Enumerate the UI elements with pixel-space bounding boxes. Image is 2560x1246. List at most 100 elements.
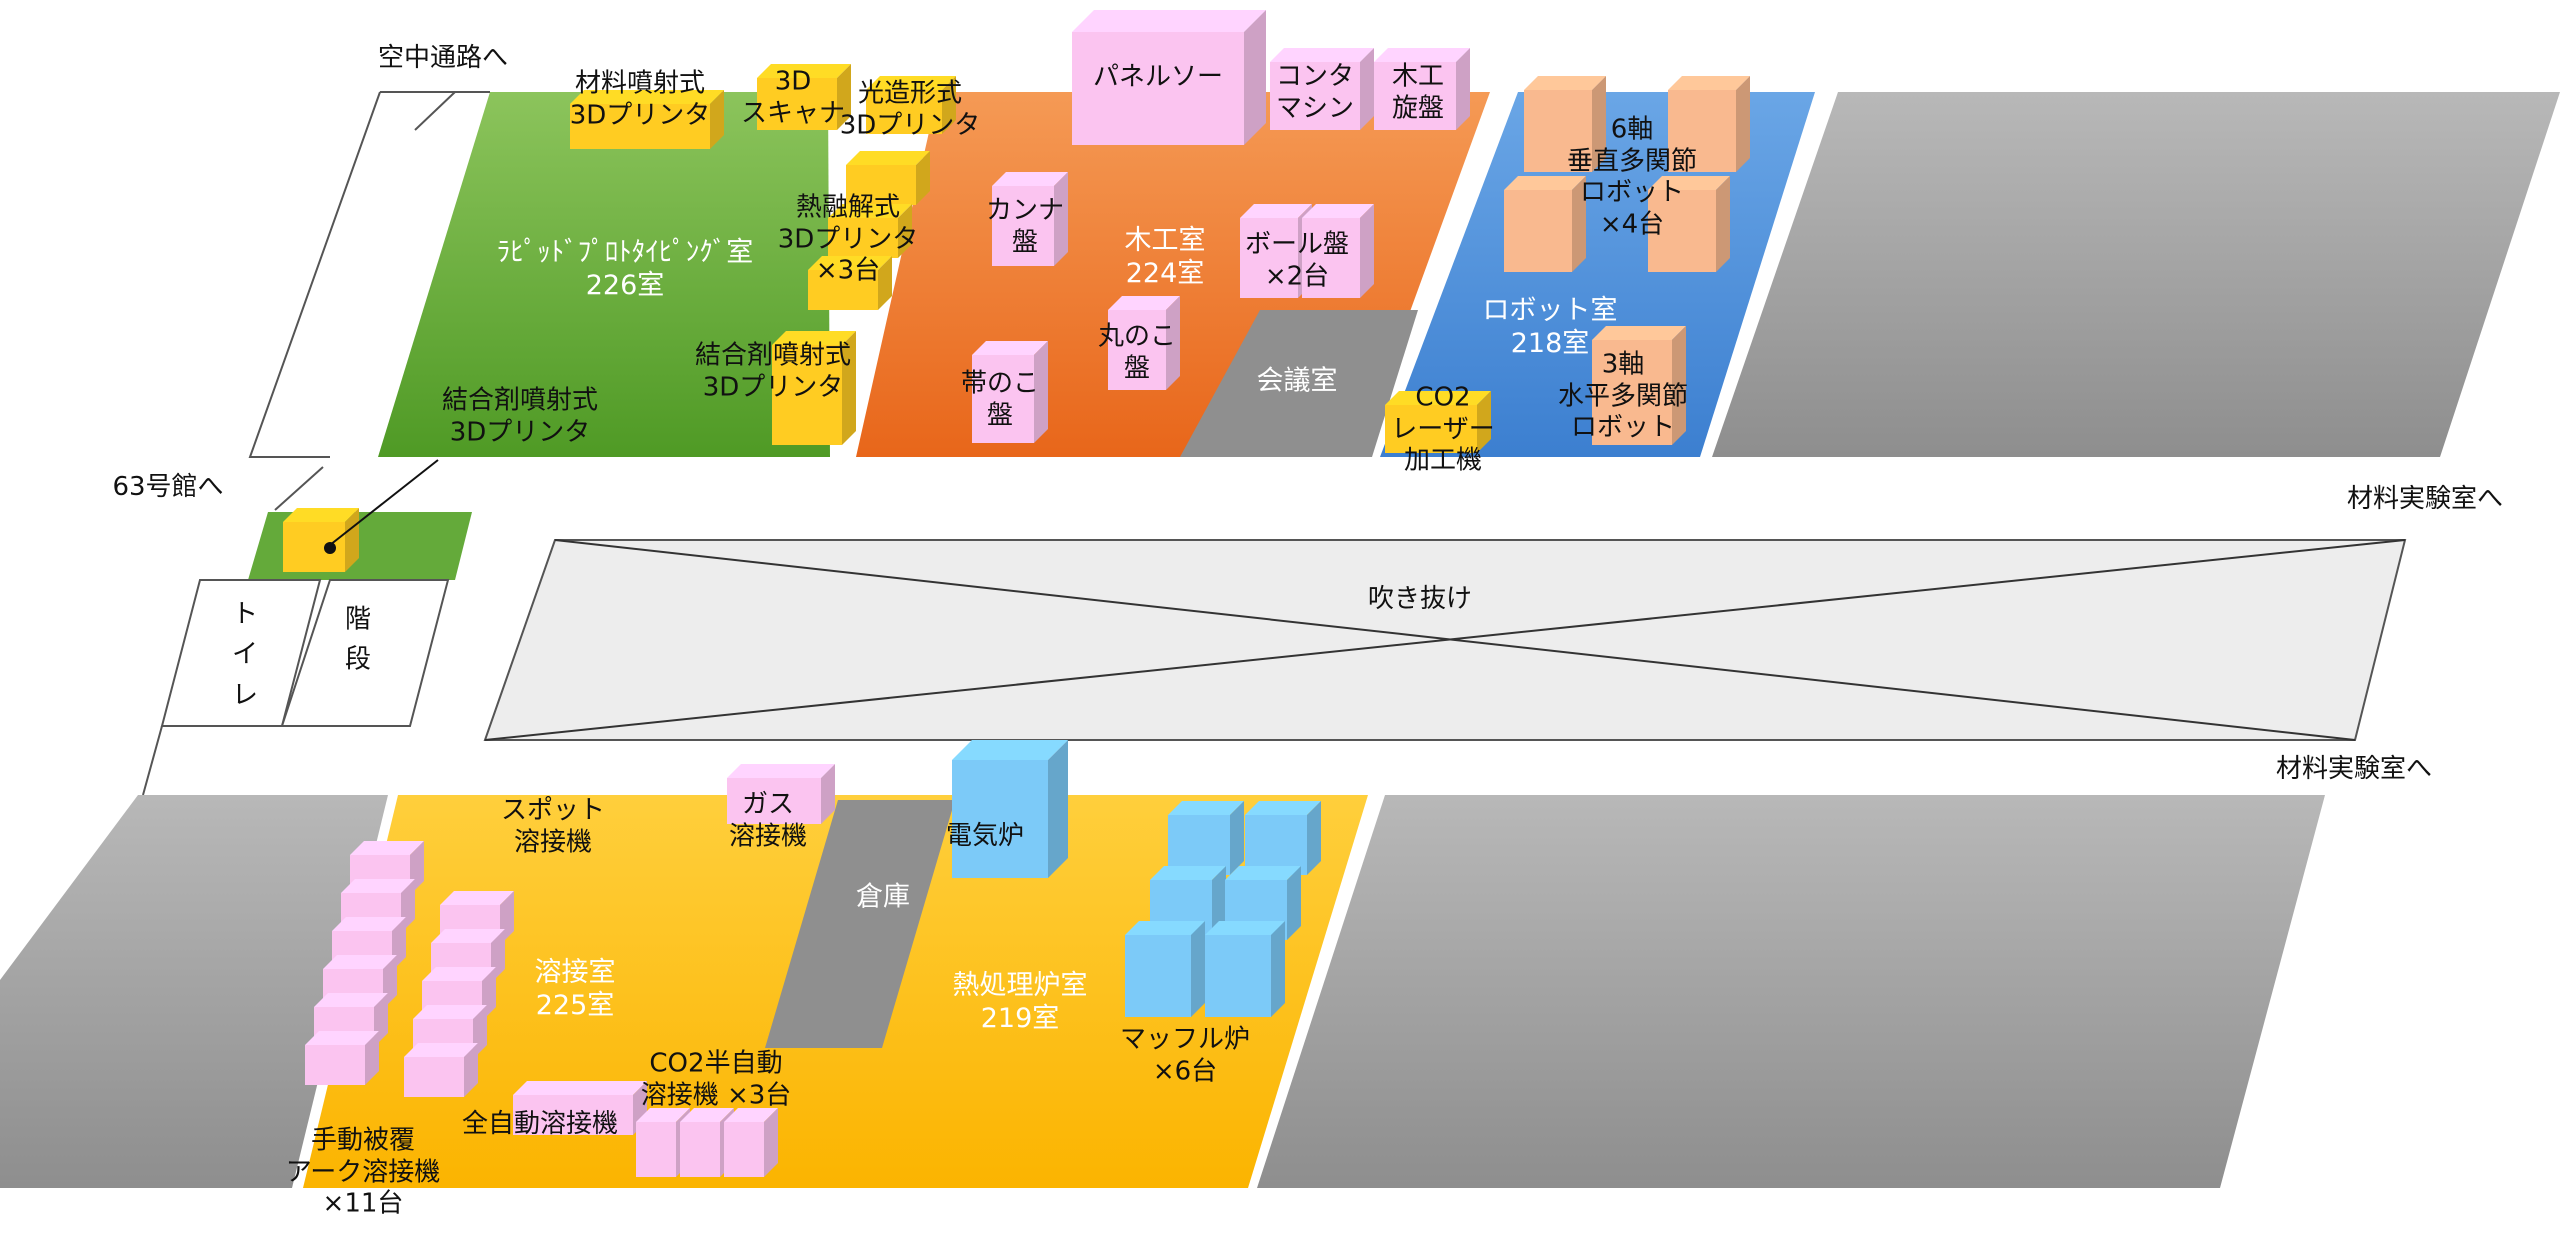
planer-label: カンナ 盤 xyxy=(985,195,1065,257)
box-fdm-printer-3-side xyxy=(878,256,892,310)
building63-link[interactable]: 63号館へ xyxy=(112,472,224,503)
stairs-box[interactable] xyxy=(280,579,450,727)
box-binder-jet-printer-a xyxy=(772,345,842,445)
box-auto-welder xyxy=(513,1095,633,1135)
box-manual-arc-welder-2-1-top xyxy=(440,891,514,905)
box-co2-semi-welder-3-side xyxy=(764,1108,778,1177)
room-226-label: ﾗﾋﾟｯﾄﾞﾌﾟﾛﾄﾀｲﾋﾟﾝｸﾞ室 226室 xyxy=(496,237,754,301)
box-manual-arc-welder-1-1-top xyxy=(350,841,424,855)
box-circular-saw-side xyxy=(1166,296,1180,390)
corridor-outline-bottom xyxy=(142,725,163,796)
panel-saw-label: パネルソー xyxy=(1092,62,1224,93)
warehouse-floor[interactable] xyxy=(765,800,955,1048)
atrium-label: 吹き抜け xyxy=(1367,584,1473,615)
box-manual-arc-welder-1-4-top xyxy=(323,955,397,969)
box-6-axis-robot-4-top xyxy=(1648,176,1730,190)
3-axis-robot-label: 3軸 水平多関節 ロボット xyxy=(1557,349,1689,443)
box-fdm-printer-1-side xyxy=(916,151,930,205)
box-binder-jet-printer-b-top xyxy=(283,508,359,522)
warehouse-label: 倉庫 xyxy=(856,881,910,913)
box-stereolithography-printer-side xyxy=(942,76,956,134)
box-electric-furnace xyxy=(952,760,1048,878)
gray-area-bottom-right xyxy=(1257,795,2325,1188)
box-material-jet-printer-side xyxy=(710,90,724,149)
box-manual-arc-welder-1-6-side xyxy=(365,1031,379,1085)
box-drill-press-2-top xyxy=(1302,204,1374,218)
box-co2-semi-welder-2 xyxy=(680,1122,720,1177)
box-co2-semi-welder-1-top xyxy=(636,1108,690,1122)
box-muffle-furnace-6-top xyxy=(1205,921,1285,935)
box-muffle-furnace-3-top xyxy=(1150,866,1226,880)
auto-welder-label: 全自動溶接機 xyxy=(461,1109,619,1140)
box-6-axis-robot-3 xyxy=(1504,190,1572,272)
box-manual-arc-welder-1-3-top xyxy=(332,917,406,931)
box-band-saw-top xyxy=(972,341,1048,355)
drill-press-label: ボール盤 ×2台 xyxy=(1244,229,1350,291)
skyway-link[interactable]: 空中通路へ xyxy=(377,43,509,74)
box-6-axis-robot-3-top xyxy=(1504,176,1586,190)
box-muffle-furnace-6-side xyxy=(1271,921,1285,1017)
6-axis-robot-label: 6軸 垂直多関節 ロボット ×4台 xyxy=(1566,114,1698,240)
box-manual-arc-welder-1-6 xyxy=(305,1045,365,1085)
box-muffle-furnace-2 xyxy=(1245,815,1307,875)
box-planer xyxy=(992,186,1054,266)
box-manual-arc-welder-2-5-side xyxy=(464,1043,478,1097)
manual-arc-welder-label: 手動被覆 アーク溶接機 ×11台 xyxy=(285,1125,441,1219)
co2-semi-auto-welder-label: CO2半自動 溶接機 ×3台 xyxy=(640,1048,792,1110)
fdm-printer-label: 熱融解式 3Dプリンタ ×3台 xyxy=(777,192,919,286)
material-jet-printer-label: 材料噴射式 3Dプリンタ xyxy=(569,68,711,130)
box-6-axis-robot-2-side xyxy=(1736,76,1750,172)
box-drill-press-1-top xyxy=(1240,204,1312,218)
box-3-axis-robot-side xyxy=(1672,326,1686,445)
box-fdm-printer-1 xyxy=(846,165,916,205)
box-band-saw xyxy=(972,355,1034,443)
box-fdm-printer-3 xyxy=(808,270,878,310)
box-fdm-printer-3-top xyxy=(808,256,892,270)
box-gas-welder-top xyxy=(727,764,835,778)
box-panel-saw xyxy=(1072,32,1244,145)
room-226-floor[interactable] xyxy=(378,92,830,457)
co2-laser-label: CO2 レーザー 加工機 xyxy=(1391,382,1495,476)
box-6-axis-robot-2 xyxy=(1668,90,1736,172)
box-muffle-furnace-4-top xyxy=(1225,866,1301,880)
box-drill-press-2-side xyxy=(1360,204,1374,298)
box-manual-arc-welder-2-5 xyxy=(404,1057,464,1097)
room-218-label: ロボット室 218室 xyxy=(1482,295,1618,359)
box-muffle-furnace-2-side xyxy=(1307,801,1321,875)
box-stereolithography-printer xyxy=(866,90,942,134)
wood-lathe-label: 木工 旋盤 xyxy=(1391,61,1445,123)
box-fdm-printer-2-side xyxy=(898,204,912,258)
materials-lab-bottom-link[interactable]: 材料実験室へ xyxy=(2275,754,2433,785)
box-panel-saw-top xyxy=(1072,10,1266,32)
stereolithography-printer-label: 光造形式 3Dプリンタ xyxy=(839,78,981,140)
box-co2-semi-welder-3 xyxy=(724,1122,764,1177)
circular-saw-label: 丸のこ 盤 xyxy=(1097,321,1177,383)
binder-jet-leader-line xyxy=(329,459,439,546)
room-224-label: 木工室 224室 xyxy=(1124,225,1206,289)
box-fdm-printer-1-top xyxy=(846,151,930,165)
contour-machine-label: コンタ マシン xyxy=(1275,61,1355,123)
muffle-furnace-label: マッフル炉 ×6台 xyxy=(1119,1024,1251,1086)
binder-jet-printer-a-label: 結合剤噴射式 3Dプリンタ xyxy=(694,340,852,402)
box-planer-side xyxy=(1054,172,1068,266)
box-manual-arc-welder-1-6-top xyxy=(305,1031,379,1045)
gas-welder-label: ガス 溶接機 xyxy=(728,789,808,851)
meeting-room-floor[interactable] xyxy=(1180,310,1418,457)
box-muffle-furnace-5-top xyxy=(1125,921,1205,935)
box-gas-welder-side xyxy=(821,764,835,824)
gray-area-top-right xyxy=(1712,92,2560,457)
box-binder-jet-printer-b xyxy=(283,522,345,572)
toilet-label: ト イ レ xyxy=(231,599,259,711)
box-material-jet-printer-top xyxy=(570,90,724,104)
materials-lab-top-link[interactable]: 材料実験室へ xyxy=(2346,484,2504,515)
box-contour-machine-top xyxy=(1270,48,1374,62)
room-219-label: 熱処理炉室 219室 xyxy=(952,970,1088,1034)
box-auto-welder-top xyxy=(513,1081,647,1095)
atrium-cross-b xyxy=(484,539,2406,741)
corridor-outline-skyway xyxy=(414,91,456,131)
box-6-axis-robot-1 xyxy=(1524,90,1592,172)
box-drill-press-2 xyxy=(1302,218,1360,298)
box-manual-arc-welder-2-4-top xyxy=(413,1005,487,1019)
box-muffle-furnace-1-side xyxy=(1230,801,1244,875)
